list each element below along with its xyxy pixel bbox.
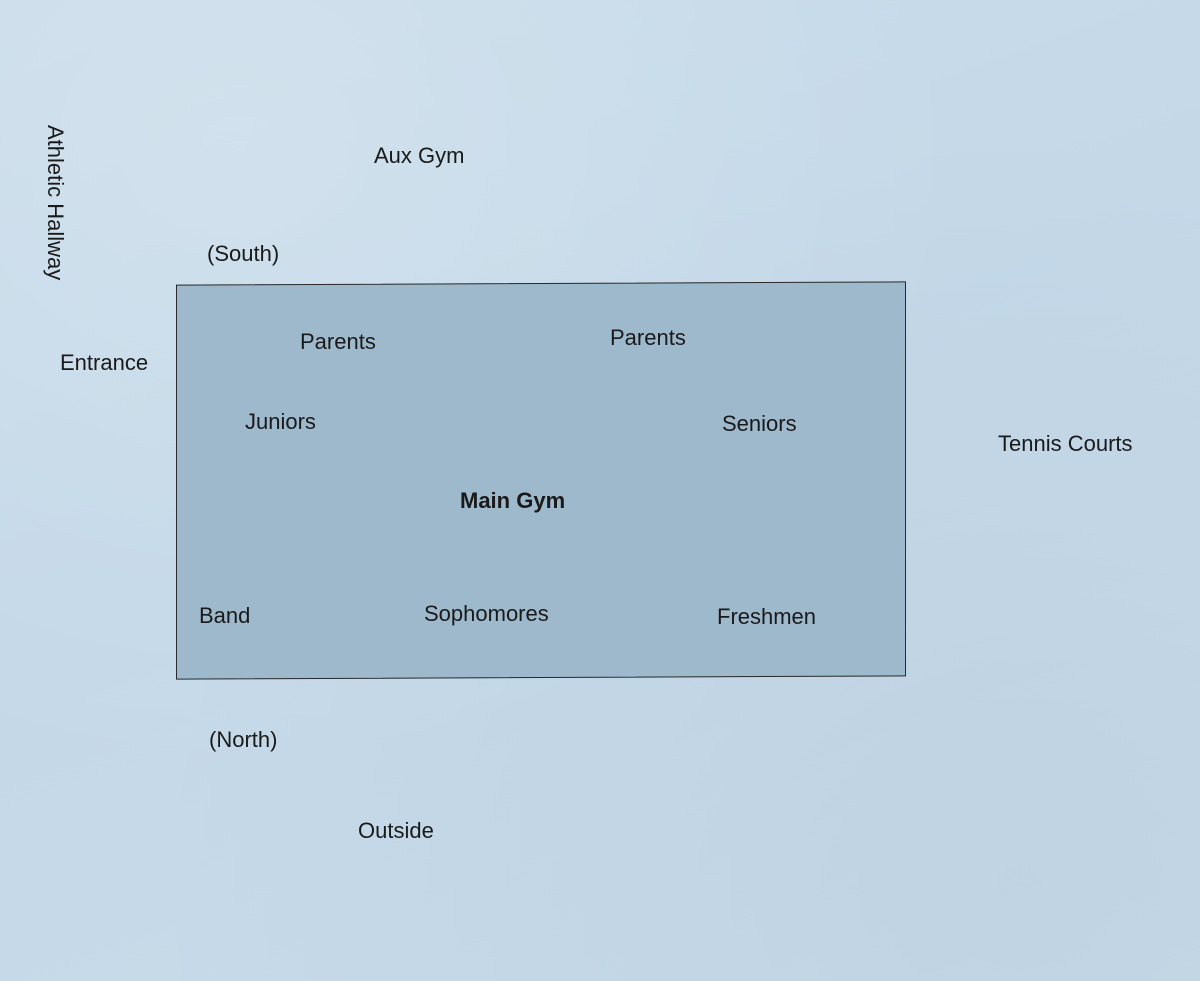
athletic-hallway-label: Athletic Hallway bbox=[43, 125, 68, 281]
seniors-section: Seniors bbox=[722, 411, 797, 436]
south-label: (South) bbox=[207, 241, 280, 266]
north-label: (North) bbox=[209, 727, 278, 752]
freshmen-section: Freshmen bbox=[717, 604, 817, 629]
tennis-courts-label: Tennis Courts bbox=[998, 431, 1133, 456]
aux-gym-label: Aux Gym bbox=[374, 143, 465, 168]
juniors-section: Juniors bbox=[245, 409, 316, 434]
parents-left-section: Parents bbox=[300, 329, 376, 354]
entrance-label: Entrance bbox=[60, 350, 149, 375]
parents-right-section: Parents bbox=[610, 325, 686, 350]
main-gym-title: Main Gym bbox=[460, 488, 566, 513]
sophomores-section: Sophomores bbox=[424, 601, 549, 626]
band-section: Band bbox=[199, 603, 251, 628]
outside-label: Outside bbox=[358, 818, 434, 843]
